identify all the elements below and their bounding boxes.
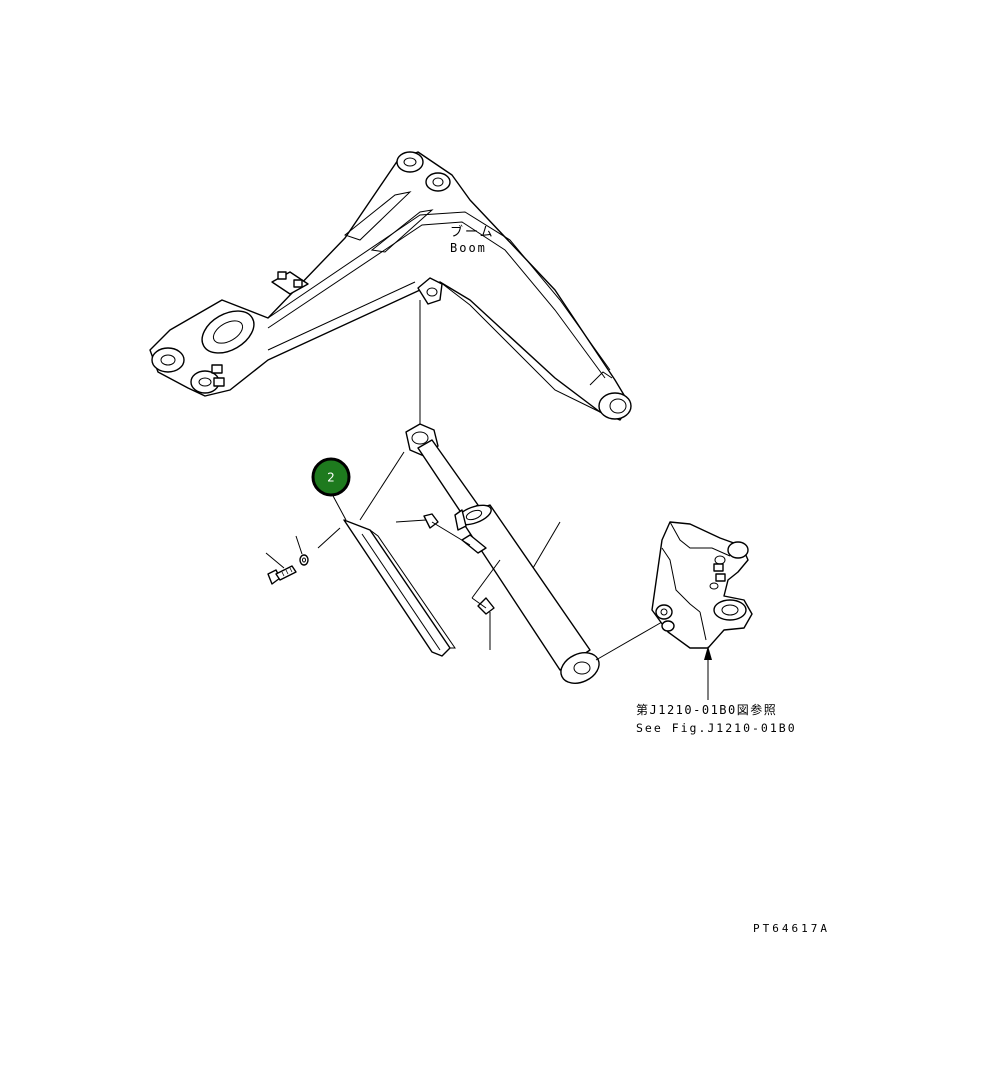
callout-number: 2 [327, 471, 335, 485]
frame-bracket-drawing [651, 521, 753, 649]
leader-bracket [595, 621, 663, 661]
washer-drawing [295, 535, 309, 566]
leader-nut-1 [395, 519, 427, 523]
nut-1 [423, 513, 439, 529]
leader-rod-eye [359, 451, 405, 521]
callout-circle [311, 457, 351, 497]
bolt-drawing [265, 552, 297, 585]
leader-callout-2 [331, 493, 347, 521]
reference-label-en: See Fig.J1210-01B0 [636, 721, 797, 735]
leader-nut-2 [431, 521, 471, 546]
reference-arrow-head [704, 646, 712, 660]
leader-clamp-2 [471, 597, 487, 609]
leader-cylinder [532, 521, 561, 569]
leader-clamp [471, 559, 501, 599]
boom-label-en: Boom [450, 241, 487, 255]
leader-washer [317, 527, 341, 549]
boom-label-jp: ブーム [450, 224, 495, 240]
callout-2[interactable]: 2 [311, 457, 351, 497]
cover-plate-drawing [343, 519, 456, 657]
reference-label-jp: 第J1210-01B0図参照 [636, 702, 777, 717]
boom-drawing [149, 151, 632, 421]
drawing-id: PT64617A [753, 922, 830, 935]
boom-cylinder-drawing [405, 423, 600, 684]
